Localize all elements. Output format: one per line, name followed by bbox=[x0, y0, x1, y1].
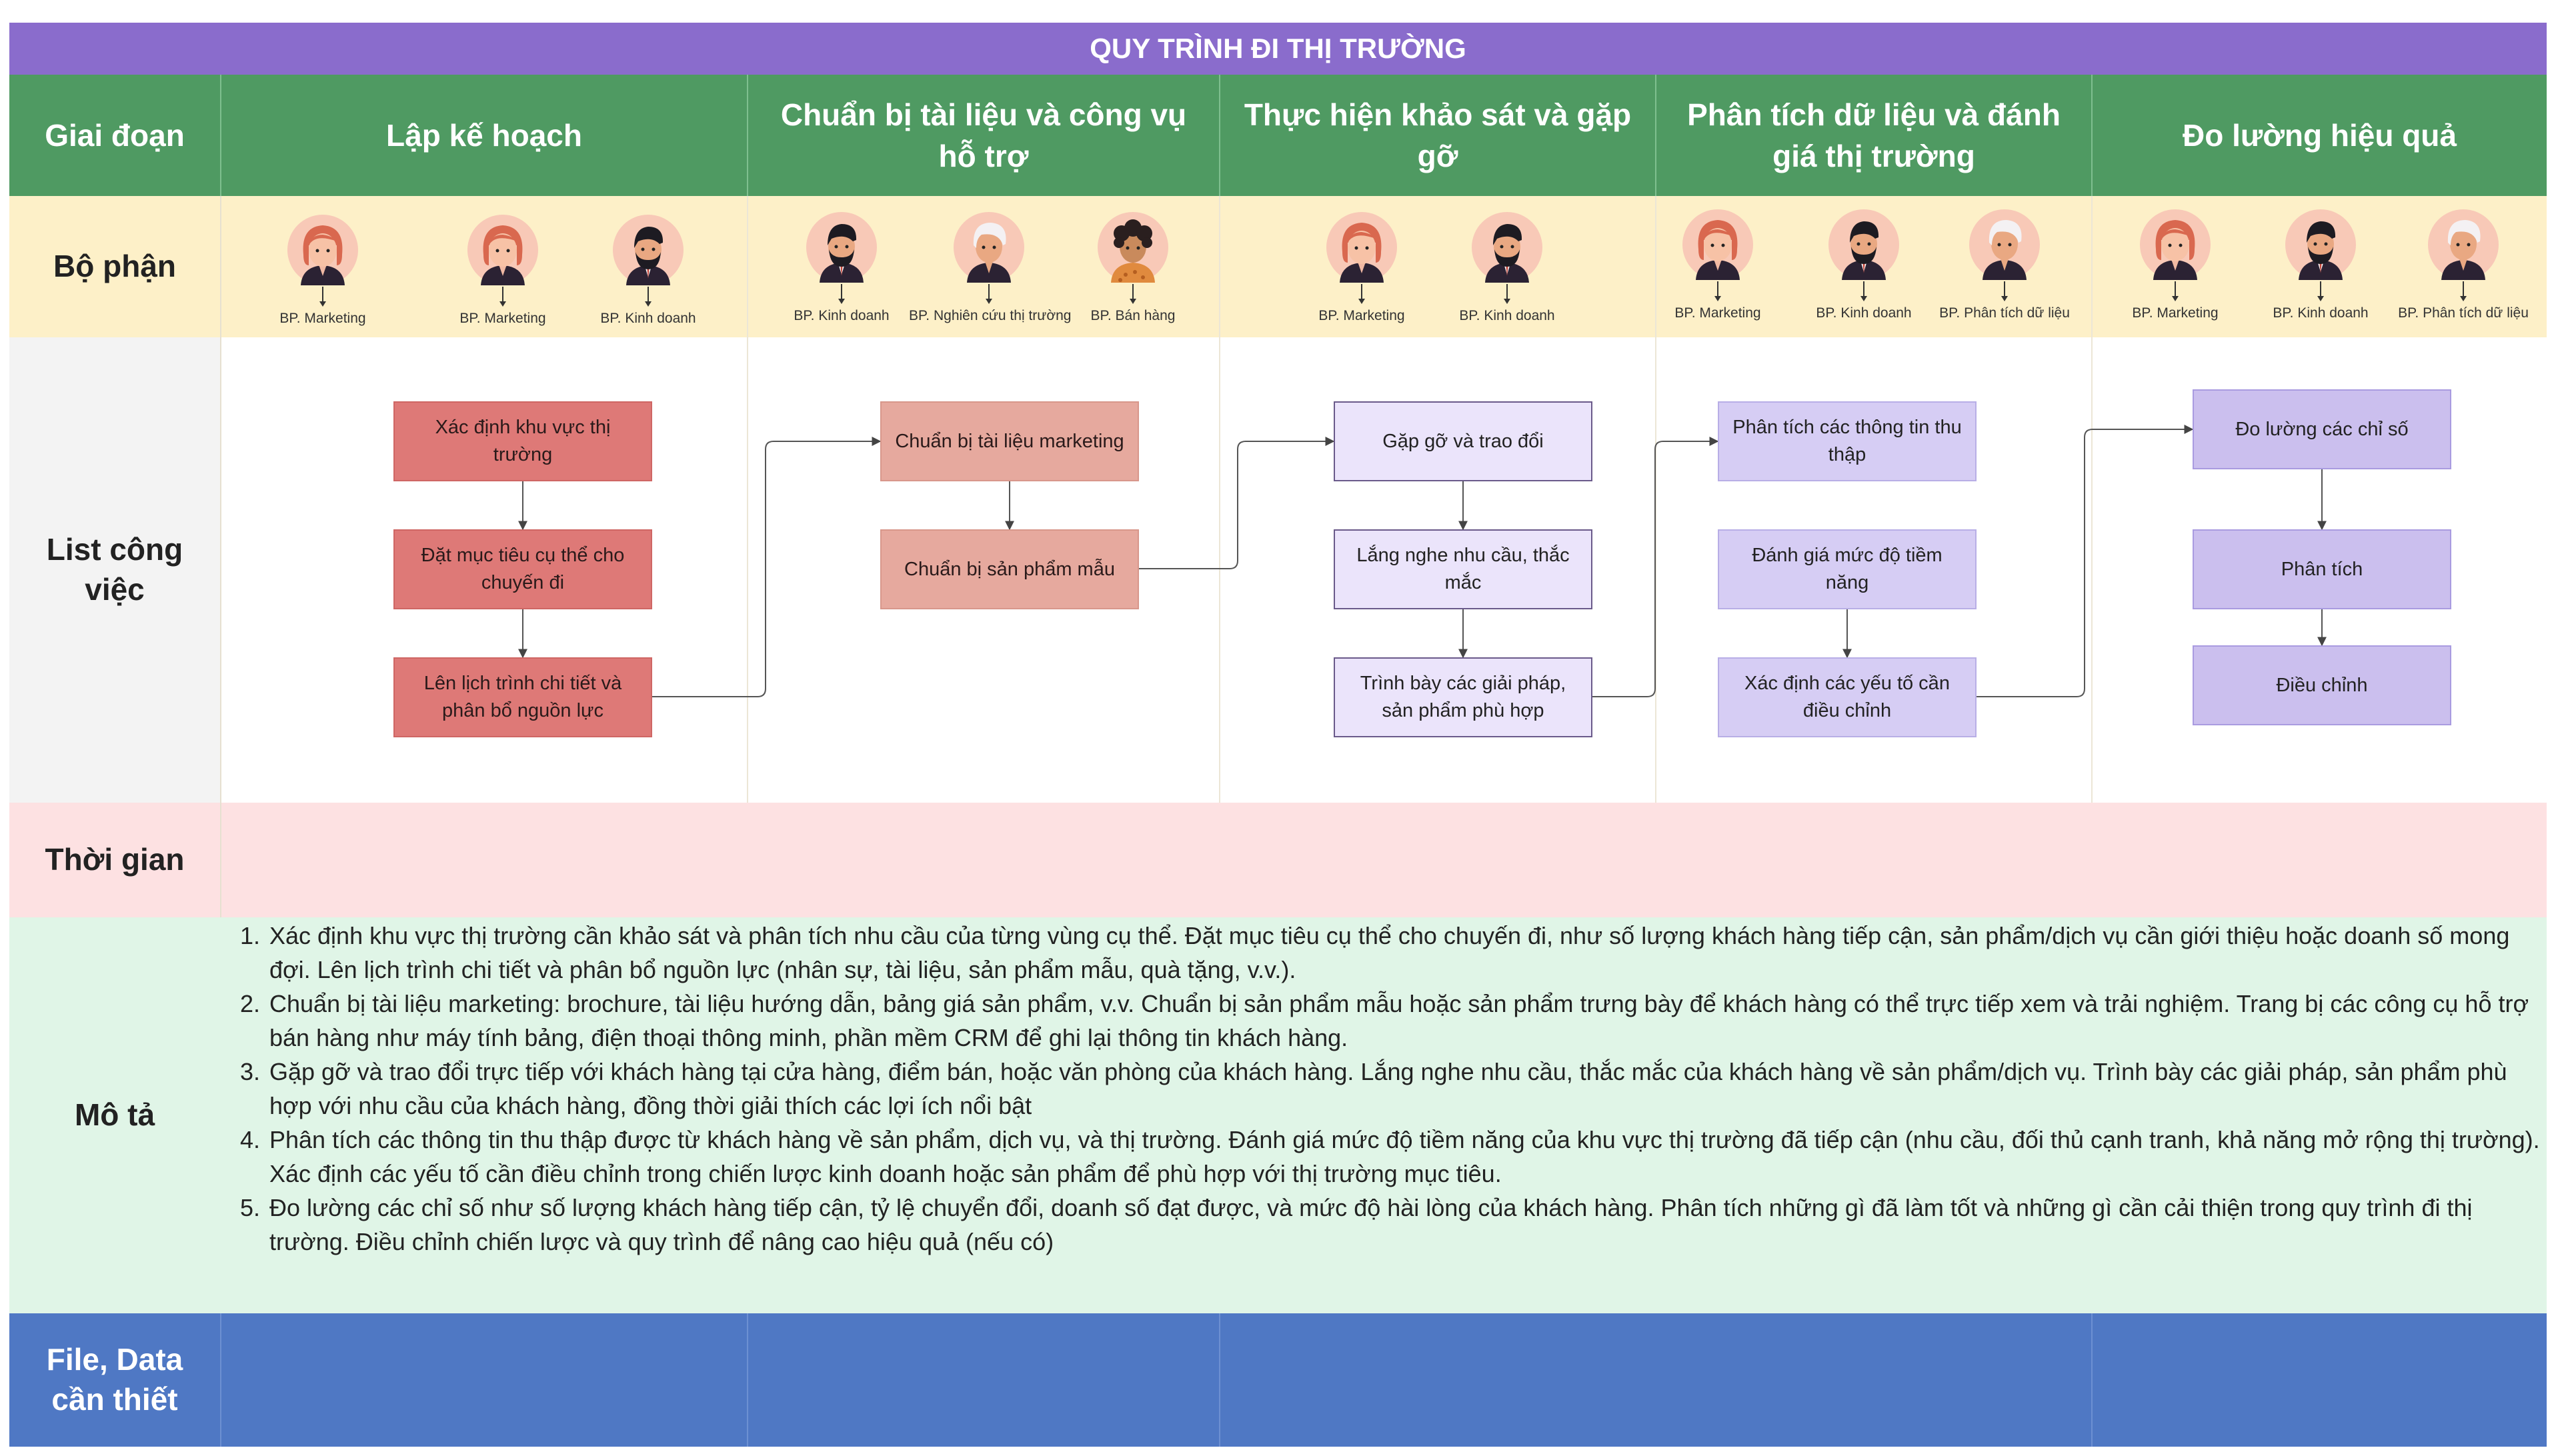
department-person: BP. Marketing bbox=[2095, 208, 2255, 321]
task-box: Chuẩn bị sản phẩm mẫu bbox=[880, 529, 1139, 609]
department-person: BP. Kinh doanh bbox=[2241, 208, 2401, 321]
task-box: Phân tích các thông tin thu thập bbox=[1718, 401, 1977, 481]
task-box: Phân tích bbox=[2193, 529, 2451, 609]
department-label: BP. Bán hàng bbox=[1090, 308, 1176, 323]
department-label: BP. Marketing bbox=[279, 311, 366, 326]
task-box: Điều chỉnh bbox=[2193, 645, 2451, 725]
department-person: BP. Bán hàng bbox=[1053, 211, 1213, 324]
description-item: Xác định khu vực thị trường cần khảo sát… bbox=[267, 919, 2554, 987]
department-label: BP. Marketing bbox=[1674, 305, 1761, 321]
department-label: BP. Marketing bbox=[459, 311, 546, 326]
department-label: BP. Marketing bbox=[1318, 308, 1405, 323]
task-box: Lên lịch trình chi tiết và phân bổ nguồn… bbox=[393, 657, 652, 737]
header-corner: Giai đoạn bbox=[9, 75, 220, 196]
department-person: BP. Phân tích dữ liệu bbox=[2383, 208, 2543, 321]
department-label: BP. Kinh doanh bbox=[2273, 305, 2369, 321]
department-person: BP. Kinh doanh bbox=[1784, 208, 1944, 321]
row-label-description: Mô tả bbox=[74, 1097, 155, 1133]
row-label-time: Thời gian bbox=[45, 842, 185, 877]
row-label-files: File, Data cần thiết bbox=[46, 1342, 183, 1417]
description-item: Gặp gỡ và trao đổi trực tiếp với khách h… bbox=[267, 1055, 2554, 1123]
row-label-departments: Bộ phận bbox=[53, 249, 176, 284]
task-box: Lắng nghe nhu cầu, thắc mắc bbox=[1334, 529, 1592, 609]
row-label-tasks: List công việc bbox=[46, 532, 183, 607]
task-box: Gặp gỡ và trao đổi bbox=[1334, 401, 1592, 481]
description-item: Chuẩn bị tài liệu marketing: brochure, t… bbox=[267, 987, 2554, 1055]
description-list: Xác định khu vực thị trường cần khảo sát… bbox=[241, 919, 2554, 1259]
stage-header-3: Thực hiện khảo sát và gặp gỡ bbox=[1219, 75, 1655, 196]
task-box: Chuẩn bị tài liệu marketing bbox=[880, 401, 1139, 481]
stage-header-1: Lập kế hoạch bbox=[220, 75, 747, 196]
department-person: BP. Nghiên cứu thị trường bbox=[909, 211, 1072, 324]
description-item: Phân tích các thông tin thu thập được từ… bbox=[267, 1123, 2554, 1191]
task-box: Trình bày các giải pháp, sản phẩm phù hợ… bbox=[1334, 657, 1592, 737]
description-item: Đo lường các chỉ số như số lượng khách h… bbox=[267, 1191, 2554, 1259]
task-box: Xác định khu vực thị trường bbox=[393, 401, 652, 481]
time-row bbox=[9, 803, 2547, 917]
task-row-label-bg bbox=[9, 337, 220, 803]
department-label: BP. Kinh doanh bbox=[1816, 305, 1912, 321]
department-row bbox=[9, 196, 2547, 337]
department-label: BP. Kinh doanh bbox=[1459, 308, 1555, 323]
department-person: BP. Marketing bbox=[243, 213, 403, 327]
department-person: BP. Kinh doanh bbox=[568, 213, 728, 327]
department-label: BP. Marketing bbox=[2132, 305, 2219, 321]
task-box: Đặt mục tiêu cụ thể cho chuyến đi bbox=[393, 529, 652, 609]
department-label: BP. Nghiên cứu thị trường bbox=[909, 308, 1072, 323]
stage-header-2: Chuẩn bị tài liệu và công vụ hỗ trợ bbox=[747, 75, 1219, 196]
description-row bbox=[9, 917, 2547, 1313]
department-person: BP. Kinh doanh bbox=[762, 211, 922, 324]
task-box: Đo lường các chỉ số bbox=[2193, 389, 2451, 469]
department-person: BP. Marketing bbox=[1638, 208, 1798, 321]
department-person: BP. Marketing bbox=[423, 213, 583, 327]
task-box: Đánh giá mức độ tiềm năng bbox=[1718, 529, 1977, 609]
department-label: BP. Phân tích dữ liệu bbox=[1939, 305, 2070, 321]
stage-header-5: Đo lường hiệu quả bbox=[2091, 75, 2547, 196]
department-label: BP. Kinh doanh bbox=[600, 311, 696, 326]
stage-header-4: Phân tích dữ liệu và đánh giá thị trường bbox=[1655, 75, 2091, 196]
department-label: BP. Phân tích dữ liệu bbox=[2398, 305, 2529, 321]
task-box: Xác định các yếu tố cần điều chỉnh bbox=[1718, 657, 1977, 737]
diagram-title: QUY TRÌNH ĐI THỊ TRƯỜNG bbox=[9, 23, 2547, 75]
department-person: BP. Phân tích dữ liệu bbox=[1925, 208, 2085, 321]
department-person: BP. Kinh doanh bbox=[1427, 211, 1587, 324]
department-person: BP. Marketing bbox=[1282, 211, 1442, 324]
department-label: BP. Kinh doanh bbox=[794, 308, 890, 323]
files-row bbox=[9, 1313, 2547, 1447]
